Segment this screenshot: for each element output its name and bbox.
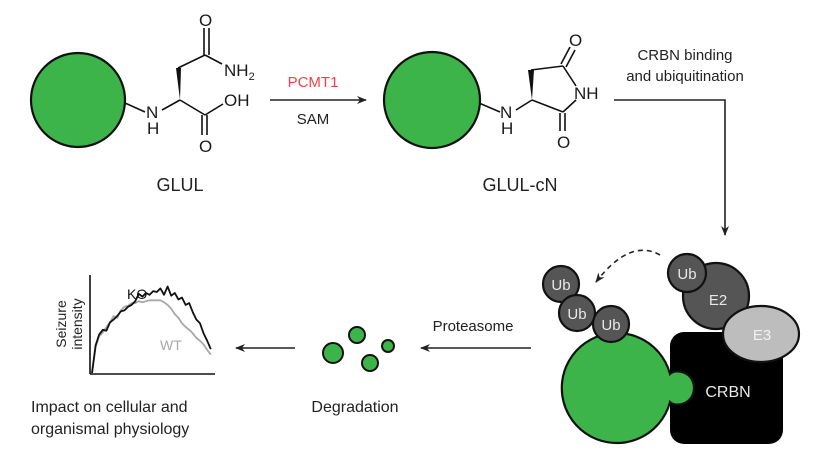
bond (124, 102, 146, 113)
crbn-label: CRBN (705, 384, 750, 401)
bond (478, 102, 501, 113)
degradation-label: Degradation (311, 399, 398, 416)
bond (515, 99, 533, 111)
y-axis-label-line1: Seizure (53, 300, 69, 348)
e3-label: E3 (753, 327, 771, 344)
glul-cn-label: GLUL-cN (482, 175, 557, 195)
glul-cn-structure: N H O NH O GLUL-cN (382, 31, 599, 195)
ub-transfer-dashed-arrow (595, 249, 661, 283)
atom-h: H (501, 119, 513, 138)
proteasome-arrow: Proteasome (420, 318, 531, 352)
ub-chain-label-2: Ub (567, 306, 586, 323)
seizure-chart: Seizure intensity KO WT (53, 275, 215, 375)
fragment-dot (381, 339, 395, 353)
ubiquitination-complex: CRBN E2 Ub E3 Ub Ub Ub (541, 249, 801, 445)
atom-oh: OH (224, 91, 250, 110)
crbn-arrow-label-line2: and ubiquitination (626, 68, 744, 85)
bond (204, 54, 223, 65)
fragment-dot (348, 326, 366, 344)
ub-chain-circle-1 (541, 264, 581, 304)
degradation-fragments: Degradation (311, 326, 399, 416)
series-line-ko (91, 285, 212, 374)
ub-chain-label-1: Ub (551, 277, 570, 294)
bond (204, 103, 224, 116)
atom-o-bottom: O (199, 137, 212, 156)
atom-o-top: O (569, 31, 582, 50)
series-label-wt: WT (160, 337, 182, 353)
pcmt1-reaction-arrow: PCMT1 SAM (270, 74, 367, 128)
wedge-bond (176, 68, 181, 100)
e2-label: E2 (709, 292, 727, 309)
bond (562, 99, 577, 113)
bond (531, 99, 564, 113)
glul-protein-circle (29, 51, 127, 149)
series-line-wt (91, 299, 212, 374)
cofactor-label: SAM (297, 111, 330, 128)
bond (565, 49, 576, 68)
glul-structure: N H O NH2 OH O GLUL (29, 11, 255, 195)
bond (560, 46, 571, 65)
wedge-bond (528, 70, 534, 100)
y-axis-label-line2: intensity (69, 298, 85, 349)
atom-n: N (500, 103, 512, 122)
e2-ub-label: Ub (677, 266, 696, 283)
atom-nh2-main: NH (224, 61, 249, 80)
glul-label: GLUL (156, 175, 203, 195)
atom-n: N (146, 103, 158, 122)
chart-series-layer (91, 285, 212, 374)
impact-label-line1: Impact on cellular and (31, 399, 188, 416)
atom-o-bottom: O (557, 133, 570, 152)
e3-ellipse (721, 304, 801, 364)
fragment-dot (322, 342, 344, 364)
arrow-line (614, 99, 729, 236)
atom-h: H (147, 119, 159, 138)
bond (161, 99, 181, 111)
impact-label-line2: organismal physiology (31, 421, 189, 438)
atom-o-top: O (199, 11, 212, 30)
atom-nh2: NH2 (224, 61, 255, 83)
crbn-binding-arrow: CRBN binding and ubiquitination (614, 47, 744, 236)
atom-nh: NH (574, 84, 599, 103)
atom-nh2-subscript: 2 (249, 71, 255, 83)
proteasome-label: Proteasome (433, 318, 514, 335)
bond (177, 54, 206, 69)
bond (179, 99, 206, 116)
ub-chain-label-3: Ub (601, 317, 620, 334)
glul-cn-protein-circle (382, 50, 482, 150)
ub-chain-circle-3 (591, 304, 631, 344)
bond (562, 65, 577, 87)
bond (530, 65, 564, 71)
series-label-ko: KO (127, 286, 147, 302)
e2-ub-circle (666, 252, 708, 294)
crbn-arrow-label-line1: CRBN binding (637, 47, 732, 64)
fragment-dot (361, 354, 379, 372)
ub-chain-circle-2 (557, 293, 597, 333)
enzyme-label: PCMT1 (288, 74, 339, 91)
